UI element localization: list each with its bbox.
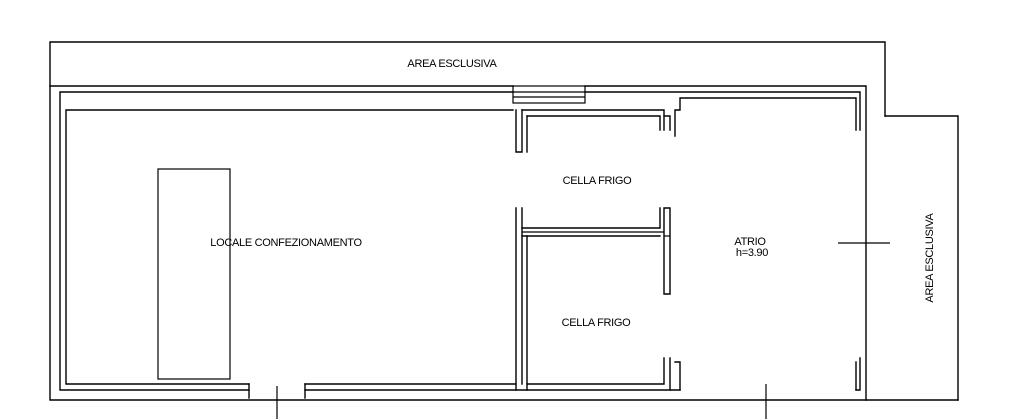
section-lines <box>276 242 890 419</box>
outer-wall <box>49 85 959 401</box>
partition-wall-left <box>515 109 523 391</box>
area-esclusiva-right-boundary <box>884 115 959 401</box>
label-cella-frigo-top: CELLA FRIGO <box>563 175 633 187</box>
label-cella-frigo-bottom: CELLA FRIGO <box>562 317 632 329</box>
label-locale-confezionamento: LOCALE CONFEZIONAMENTO <box>210 237 362 249</box>
top-window <box>512 85 586 104</box>
label-area-esclusiva-right: AREA ESCLUSIVA <box>924 212 936 302</box>
workbench <box>157 168 231 380</box>
cella-frigo-top-walls <box>521 109 665 153</box>
locale-inner-wall <box>65 109 517 399</box>
label-atrio: ATRIO <box>734 236 766 248</box>
cella-frigo-middle-wall <box>521 207 671 295</box>
label-area-esclusiva-top: AREA ESCLUSIVA <box>407 58 497 70</box>
label-atrio-height: h=3.90 <box>736 247 768 259</box>
cella-frigo-bottom-walls <box>526 235 671 391</box>
area-esclusiva-top-boundary <box>49 41 886 117</box>
atrio-walls <box>663 97 857 391</box>
